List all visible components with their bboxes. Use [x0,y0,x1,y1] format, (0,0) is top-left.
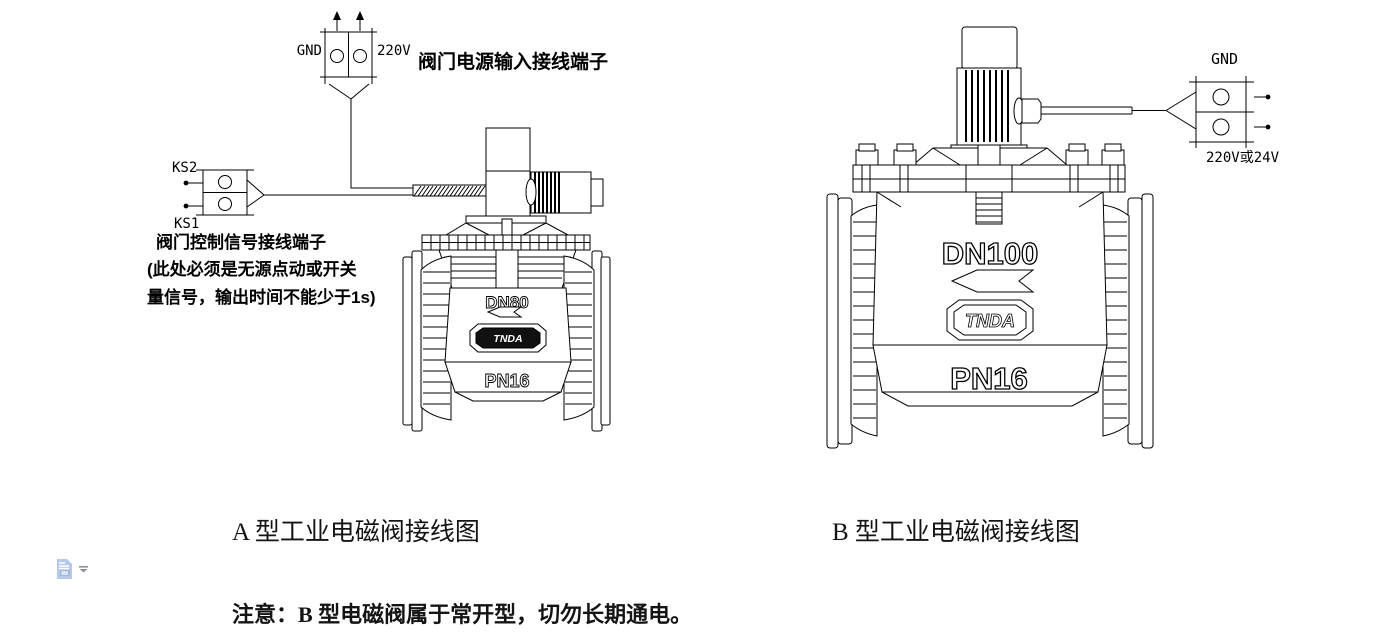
caption-diagram-b: B 型工业电磁阀接线图 [832,519,1080,546]
wiring-b [1041,91,1197,130]
flange-right-a [591,250,611,432]
paste-doc-lines [59,562,69,570]
terminal-b-voltage-label: 220V或24V [1206,150,1280,166]
diagram-b: GND 220V或24V [826,26,1280,449]
valve-b-size-label: DN100 [942,236,1039,271]
power-220v-label: 220V [377,43,411,59]
paste-options-icon[interactable] [55,556,93,586]
diagram-a: GND 220V 阀门电源输入接线端子 [147,11,611,432]
valve-b-rating-label: PN16 [950,361,1028,396]
chevron-down-icon [79,569,88,573]
brand-badge-b [953,304,1027,336]
valve-b: DN100 TNDA PN16 [826,143,1154,449]
terminal-b-gnd-label: GND [1211,50,1238,68]
power-terminal-a: GND 220V 阀门电源输入接线端子 [297,11,608,100]
signal-terminal-title: 阀门控制信号接线端子 [156,232,326,252]
bolt-ring-a [421,234,591,251]
signal-terminal-note-1: (此处必须是无源点动或开关 [147,259,357,279]
paste-overlay-lines [61,571,68,575]
valve-body-a: DN80 TNDA PN16 [444,287,572,402]
valve-b-brand-label: TNDA [965,311,1015,331]
valve-a: DN80 TNDA PN16 [402,127,611,432]
paste-doc-fold [67,559,72,564]
power-gnd-label: GND [297,43,322,59]
paste-caret-bar [79,566,88,568]
bonnet-b [852,143,1126,225]
signal-terminal-note-2: 量信号，输出时间不能少于1s) [147,287,376,307]
wiring-a [264,99,488,197]
signal-terminal-ks: KS2 KS1 阀门控制信号接线端子 (此处必须是无源点动或开关 量信号，输出时… [147,160,376,307]
arrow-up-icon [356,11,364,20]
footer-note: 注意：B 型电磁阀属于常开型，切勿长期通电。 [232,602,693,627]
flange-left-a [402,250,423,432]
flow-arrow-icon [486,306,523,318]
ks2-label: KS2 [172,160,197,176]
solenoid-coil-b [950,26,1042,155]
valve-a-rating-label: PN16 [484,371,529,391]
brand-badge-a [475,327,541,349]
solenoid-coil-a [485,127,604,218]
paste-doc-overlay [60,570,70,576]
flange-left-b [826,193,853,449]
power-terminal-title: 阀门电源输入接线端子 [418,50,608,73]
caption-diagram-a: A 型工业电磁阀接线图 [232,519,480,546]
flow-arrow-icon [950,269,1035,293]
valve-a-brand-label: TNDA [493,333,522,345]
power-terminal-b: GND 220V或24V [1189,50,1280,166]
arrow-up-icon [333,11,341,20]
cable-gland [1021,98,1042,124]
flange-right-b [1127,193,1154,449]
valve-body-b: DN100 TNDA PN16 [872,191,1108,407]
ks1-label: KS1 [174,216,199,232]
